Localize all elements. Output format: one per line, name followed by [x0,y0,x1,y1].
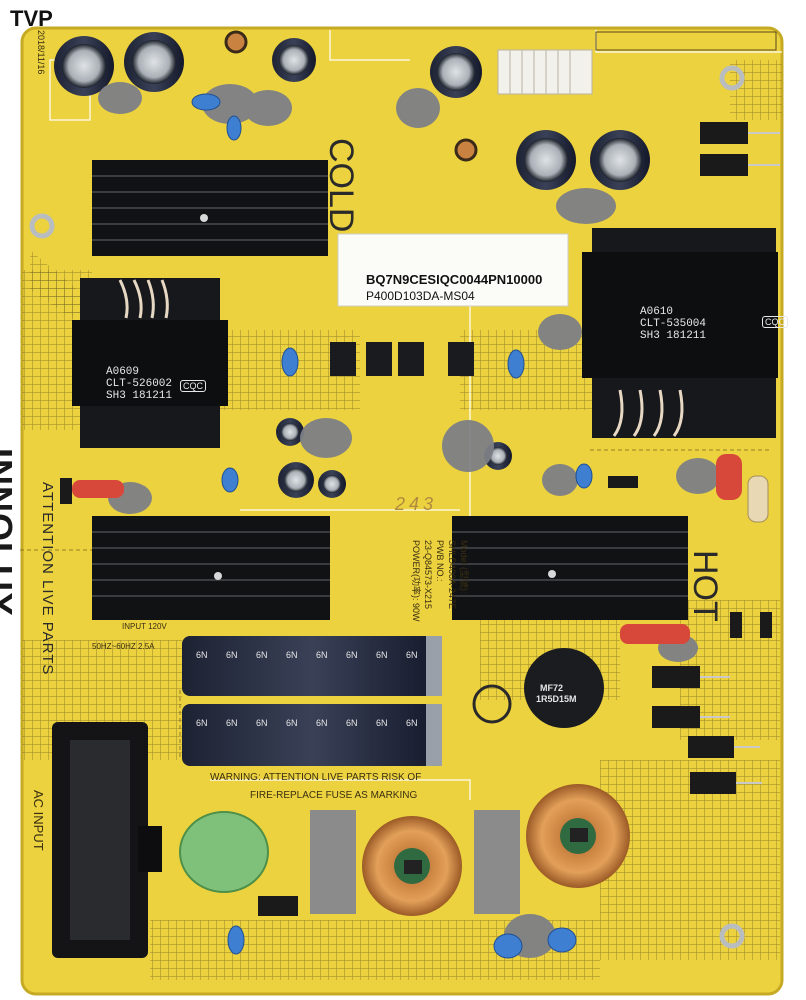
thermistor-text-2: 1R5D15M [536,694,577,704]
capacitor-sleeve-text: 6N [316,650,328,660]
label-line-2: P400D103DA-MS04 [366,289,475,303]
varistor [179,811,269,893]
cqc-mark: CQC [762,316,788,328]
capacitor-sleeve-text: 6N [256,718,268,728]
cqc-mark: CQC [180,380,206,392]
heatsink-top-left [92,160,328,256]
capacitor-sleeve-text: 6N [226,718,238,728]
input-rating: INPUT 120V [122,622,167,631]
model-line: Model (型號): [459,540,469,594]
capacitor-sleeve-text: 6N [316,718,328,728]
model-line: SHLD400A-247E [447,540,457,610]
watermark: TVP [10,6,53,31]
capacitor-sleeve-text: 6N [256,650,268,660]
transformer-left-text: A0609 [106,366,140,378]
capacitor-sleeve-text: 6N [406,718,418,728]
handwritten-mark: 243 [395,494,438,514]
input-frequency: 50HZ~60HZ 2.5A [92,642,155,651]
hot-silkscreen: HOT [686,550,724,622]
capacitor-sleeve-text: 6N [346,650,358,660]
transformer-left-text: CLT-526002 [106,378,173,390]
capacitor-sleeve-text: 6N [376,718,388,728]
model-line: PWB NO.: [435,540,445,582]
warning-line-1: WARNING: ATTENTION LIVE PARTS RISK OF [210,772,422,783]
model-block: Model (型號): SHLD400A-247E PWB NO.: 23-Q8… [410,540,470,622]
transformer-right [582,228,778,438]
warning-line-2: FIRE-REPLACE FUSE AS MARKING [250,790,418,801]
capacitor-sleeve-text: 6N [286,650,298,660]
transformer-left-text: SH3 181211 [106,390,173,402]
heatsink-mid-left [92,516,330,620]
capacitor-sleeve-text: 6N [196,718,208,728]
board-brand: INNOLUX [0,448,20,617]
attention-silkscreen: ATTENTION LIVE PARTS [39,482,56,676]
barcode-label [337,233,569,307]
capacitor-sleeve-text: 6N [226,650,238,660]
capacitor-sleeve-text: 6N [286,718,298,728]
heatsink-mid-right [452,516,688,620]
thermistor-text-1: MF72 [540,683,564,693]
model-line: POWER(功率): 90W [411,540,421,622]
ac-input-connector [52,722,162,958]
bulk-capacitors [182,636,442,766]
transformer-left [72,278,228,448]
label-line-1: BQ7N9CESIQC0044PN10000 [366,272,543,287]
date-code: 2018/11/16 [36,30,46,75]
capacitor-sleeve-text: 6N [376,650,388,660]
cold-silkscreen: COLD [322,138,360,233]
capacitor-sleeve-text: 6N [196,650,208,660]
model-line: 23-Q84573-X215 [423,540,433,610]
capacitor-sleeve-text: 6N [346,718,358,728]
transformer-right-text: CLT-535004 [640,318,707,330]
transformer-right-text: SH3 181211 [640,330,707,342]
ntc-thermistor [524,648,604,728]
capacitor-sleeve-text: 6N [406,650,418,660]
ac-input-silkscreen: AC INPUT [31,790,46,851]
output-connector [497,49,593,95]
common-mode-chokes [362,784,630,916]
transformer-right-text: A0610 [640,306,674,318]
